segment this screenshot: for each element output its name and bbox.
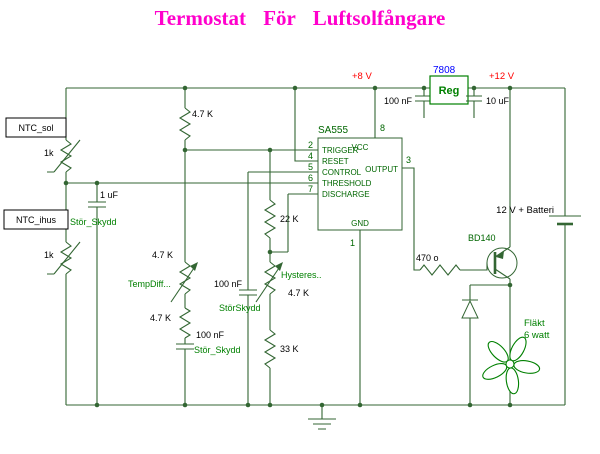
- rail-8v-label: +8 V: [352, 71, 372, 82]
- cap-reg-out-value: 10 uF: [486, 96, 510, 106]
- ic-trigger-label: TRIGGER: [322, 146, 359, 155]
- ic-reset-label: RESET: [322, 157, 349, 166]
- regulator-box: [429, 75, 469, 105]
- tempdiff-wiper-arrow: [190, 262, 198, 271]
- output-drive: 470 o BD140: [402, 88, 518, 342]
- regulator-part-label: 7808: [433, 65, 456, 76]
- timer-ic-body: [317, 137, 403, 231]
- ntc-ihus-label: NTC_ihus: [16, 215, 57, 225]
- ntc-sol-value: 1k: [44, 148, 54, 158]
- hysteresis-wiper-arrow: [275, 262, 283, 271]
- timer-part-label: SA555: [318, 125, 348, 136]
- ntc-ihus-value: 1k: [44, 250, 54, 260]
- r-22k-value: 22 K: [280, 214, 299, 224]
- r-base-value: 470 o: [416, 253, 439, 263]
- ic-discharge-label: DISCHARGE: [322, 190, 370, 199]
- pin-8-number: 8: [380, 123, 385, 133]
- junction-dots: [63, 85, 513, 408]
- fan-label-line1: Fläkt: [524, 318, 545, 329]
- ic-pin-wires: [185, 88, 376, 405]
- transistor-label: BD140: [468, 233, 496, 243]
- pin-4-number: 4: [308, 151, 313, 161]
- sensor-node-wire: 1 uF Stör_Skydd: [66, 182, 318, 405]
- ntc-divider-branch: NTC_sol 1k NTC_ihus 1k: [3, 88, 81, 405]
- pin-5-number: 5: [308, 162, 313, 172]
- timer-ic: SA555 VCC TRIGGER RESET CONTROL THRESHOL…: [308, 123, 411, 248]
- control-cap-branch: 100 nF StörSkydd: [214, 172, 261, 405]
- pot-tempdiff-name: TempDiff...: [128, 279, 171, 289]
- regulator-section: +8 V 100 nF 7808 Reg 10 uF +12 V: [352, 65, 515, 118]
- ic-control-label: CONTROL: [322, 168, 362, 177]
- c-sensor-value: 1 uF: [100, 190, 119, 200]
- pin-3-number: 3: [406, 155, 411, 165]
- r-33k-value: 33 K: [280, 344, 299, 354]
- ic-threshold-label: THRESHOLD: [322, 179, 372, 188]
- ntc-ihus-box: [3, 209, 69, 230]
- ic-vcc-label: VCC: [352, 143, 369, 152]
- pin-6-number: 6: [308, 173, 313, 183]
- ground-symbol-icon: [308, 405, 336, 430]
- battery-label: 12 V + Batteri: [496, 205, 554, 216]
- regulator-name-label: Reg: [439, 85, 460, 97]
- fan-label-line2: 6 watt: [524, 330, 550, 341]
- pin-7-number: 7: [308, 184, 313, 194]
- pin-1-number: 1: [350, 238, 355, 248]
- tempdiff-branch: 4.7 K 4.7 K TempDiff... 4.7 K 100 nF Stö…: [128, 88, 241, 405]
- pot-hyst-name: Hysteres..: [281, 270, 322, 280]
- fan-branch: Fläkt 6 watt: [482, 318, 550, 405]
- battery-branch: 12 V + Batteri: [496, 88, 581, 405]
- c-mid-value: 100 nF: [196, 330, 225, 340]
- c-mid-note: Stör_Skydd: [194, 345, 241, 355]
- r-top-value: 4.7 K: [192, 109, 213, 119]
- rail-12v-label: +12 V: [489, 71, 515, 82]
- c-control-value: 100 nF: [214, 279, 243, 289]
- r-mid-value: 4.7 K: [150, 313, 171, 323]
- ntc-sol-box: [5, 117, 67, 138]
- ic-output-label: OUTPUT: [365, 165, 398, 174]
- cap-reg-in-value: 100 nF: [384, 96, 413, 106]
- hysteresis-branch: 22 K Hysteres.. 4.7 K 33 K: [255, 150, 322, 405]
- ic-gnd-label: GND: [351, 219, 369, 228]
- pin-2-number: 2: [308, 140, 313, 150]
- fan-icon: [482, 336, 541, 395]
- pnp-emitter-arrow: [496, 251, 504, 259]
- flyback-diode: [461, 284, 510, 405]
- c-sensor-note: Stör_Skydd: [70, 217, 117, 227]
- page-title: Termostat För Luftsolfångare: [154, 6, 446, 30]
- pot-hyst-value: 4.7 K: [288, 288, 309, 298]
- pot-tempdiff-value: 4.7 K: [152, 250, 173, 260]
- c-control-note: StörSkydd: [219, 303, 261, 313]
- ntc-sol-label: NTC_sol: [18, 123, 53, 133]
- diode-symbol: [461, 299, 479, 319]
